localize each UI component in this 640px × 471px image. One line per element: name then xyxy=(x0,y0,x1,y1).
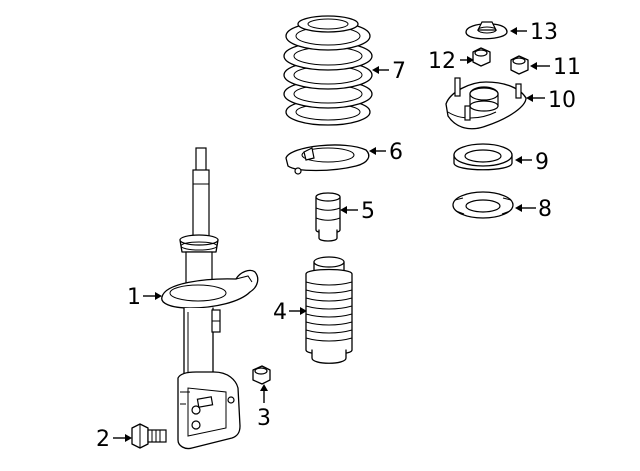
part-9-bearing[interactable] xyxy=(453,143,513,171)
part-10-upper-mount[interactable] xyxy=(445,77,527,130)
leader-lines xyxy=(113,27,550,442)
callout-4: 4 xyxy=(273,300,287,325)
part-8-bearing-seat[interactable] xyxy=(452,191,514,219)
callout-12: 12 xyxy=(428,49,456,74)
part-13-cap[interactable] xyxy=(465,21,508,40)
callout-13: 13 xyxy=(530,20,558,45)
callout-3: 3 xyxy=(257,406,271,431)
callout-9: 9 xyxy=(535,150,549,175)
part-5-bump-stop[interactable] xyxy=(315,192,341,242)
callout-11: 11 xyxy=(553,55,581,80)
callout-5: 5 xyxy=(361,199,375,224)
part-2-bolt[interactable] xyxy=(131,423,167,449)
part-3-nut[interactable] xyxy=(252,365,271,385)
callout-7: 7 xyxy=(392,59,406,84)
callout-6: 6 xyxy=(389,140,403,165)
part-4-dust-boot[interactable] xyxy=(305,256,353,364)
part-6-spring-insulator[interactable] xyxy=(285,144,370,175)
callout-2: 2 xyxy=(96,427,110,452)
callout-1: 1 xyxy=(127,285,141,310)
callouts: 1 2 3 4 5 6 7 8 9 10 11 12 13 xyxy=(96,20,581,452)
part-12-nut[interactable] xyxy=(472,47,491,67)
callout-8: 8 xyxy=(538,197,552,222)
part-1-strut-assembly[interactable] xyxy=(161,147,259,450)
part-11-nut[interactable] xyxy=(510,55,529,75)
callout-10: 10 xyxy=(548,88,576,113)
part-7-coil-spring[interactable] xyxy=(283,15,373,126)
